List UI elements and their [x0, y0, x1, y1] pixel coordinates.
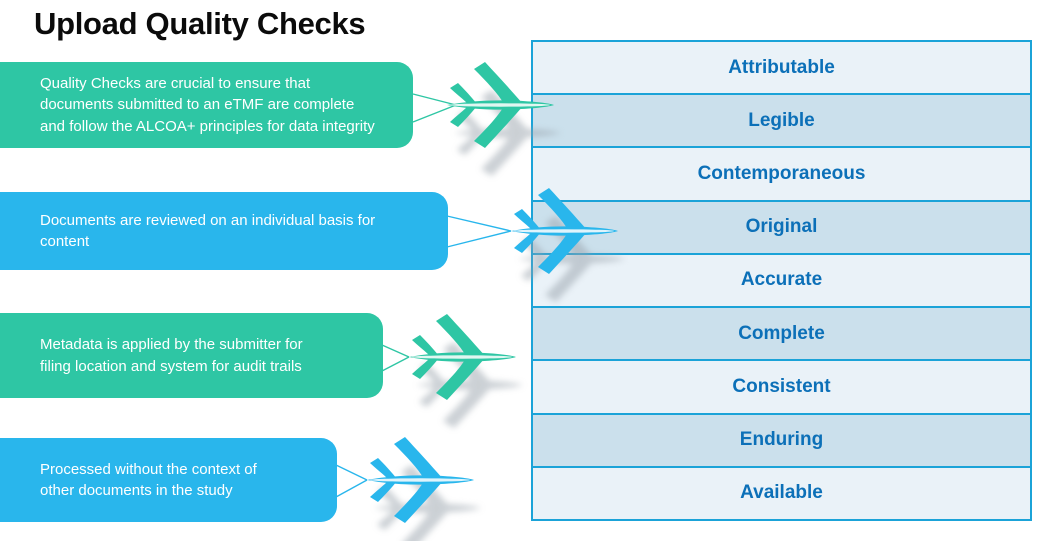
- callout-individual-review: Documents are reviewed on an individual …: [0, 192, 448, 270]
- table-row: Accurate: [533, 252, 1030, 307]
- connector-lines: [381, 344, 410, 372]
- callout-text: Documents are reviewed on an individual …: [40, 211, 376, 250]
- callout-text: Processed without the context of other d…: [40, 460, 257, 499]
- callout-quality-checks: Quality Checks are crucial to ensure tha…: [0, 62, 413, 148]
- table-row: Legible: [533, 93, 1030, 147]
- connector-lines: [335, 464, 368, 498]
- table-row: Contemporaneous: [533, 146, 1030, 200]
- callout-metadata: Metadata is applied by the submitter for…: [0, 313, 383, 398]
- airplane-icon: [367, 437, 481, 541]
- airplane-icon: [511, 188, 625, 302]
- page-title: Upload Quality Checks: [34, 6, 366, 41]
- alcoa-table: Attributable Legible Contemporaneous Ori…: [531, 40, 1032, 521]
- callout-processed-without-context: Processed without the context of other d…: [0, 438, 337, 522]
- table-row: Original: [533, 199, 1030, 253]
- airplane-icon: [409, 314, 523, 428]
- table-row: Attributable: [533, 42, 1030, 94]
- airplane-icon: [447, 62, 561, 176]
- callout-text: Quality Checks are crucial to ensure tha…: [40, 75, 375, 135]
- callout-text: Metadata is applied by the submitter for…: [40, 336, 303, 375]
- table-row: Complete: [533, 306, 1030, 360]
- table-row: Enduring: [533, 412, 1030, 466]
- table-row: Available: [533, 465, 1030, 519]
- table-row: Consistent: [533, 359, 1030, 413]
- connector-lines: [446, 215, 512, 248]
